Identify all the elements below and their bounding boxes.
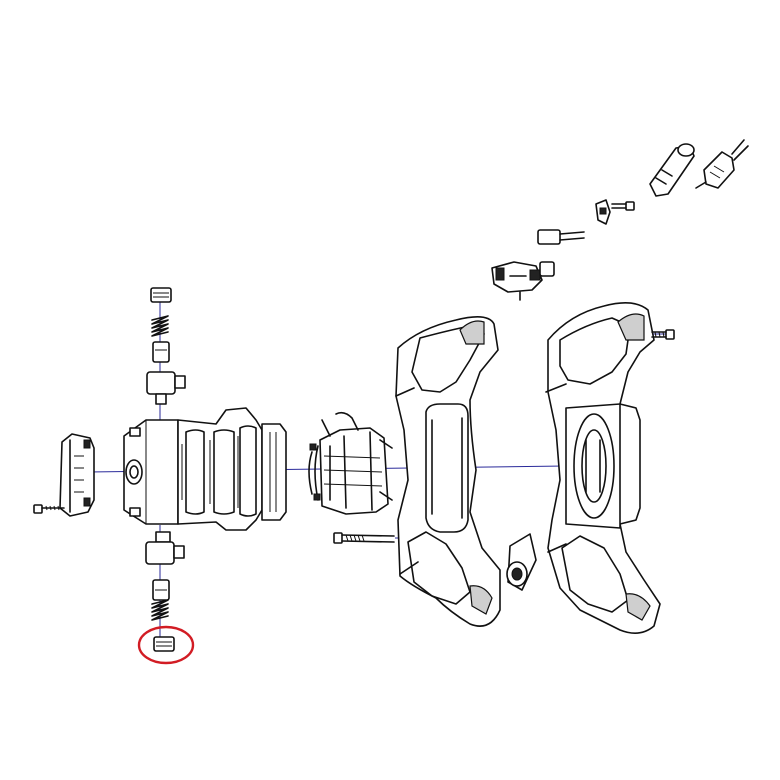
motor-housing <box>123 407 287 531</box>
power-plug <box>695 139 749 189</box>
long-assembly-screw <box>333 532 395 544</box>
handle-housing-left-half <box>395 316 501 627</box>
highlight-circle <box>137 625 195 665</box>
switch-module <box>491 261 555 301</box>
bottom-brush-spring <box>151 599 169 621</box>
cord-clamp-screw <box>611 201 635 211</box>
motor-end-cap <box>59 433 95 517</box>
suppressor-capacitor <box>537 229 585 245</box>
switch-knob <box>506 533 537 591</box>
bottom-carbon-brush <box>152 579 170 601</box>
bottom-brush-holder <box>145 531 185 565</box>
top-brush-holder <box>146 371 186 405</box>
field-stator-coil <box>308 411 393 515</box>
handle-housing-right-half <box>545 302 661 634</box>
housing-screw <box>651 329 675 340</box>
cord-clamp <box>595 199 611 225</box>
bottom-brush-cap <box>153 636 175 652</box>
top-brush-spring <box>151 315 169 337</box>
top-carbon-brush <box>152 341 170 363</box>
top-brush-cap <box>150 287 172 303</box>
cord-protector-sleeve <box>649 143 695 197</box>
end-cap-screw <box>33 504 65 514</box>
